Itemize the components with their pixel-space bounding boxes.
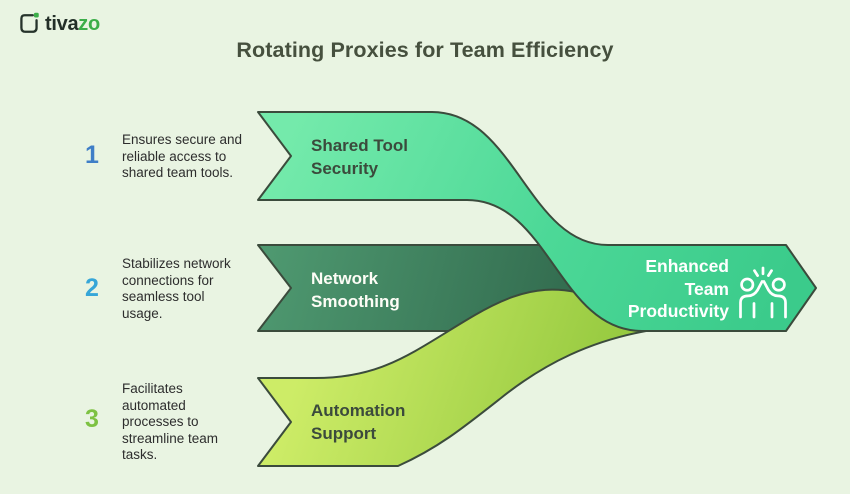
item-1-number: 1 xyxy=(85,141,99,169)
brand-name-green: zo xyxy=(78,12,100,35)
high-five-people-icon xyxy=(736,260,790,325)
brand-name-dark: tiva xyxy=(45,12,79,35)
item-2-description: Stabilizes network connections for seaml… xyxy=(122,256,231,321)
band-shared-tool-security-and-output-arrow xyxy=(257,111,817,332)
item-3-number: 3 xyxy=(85,405,99,433)
list-item-3: 3 Facilitates automated processes to str… xyxy=(78,381,258,464)
page-title: Rotating Proxies for Team Efficiency xyxy=(236,38,614,62)
brand-name: tivazo xyxy=(45,13,100,35)
list-item-2: 2 Stabilizes network connections for sea… xyxy=(78,256,258,322)
band-label-automation-support: Automation Support xyxy=(311,401,406,443)
logo: tivazo xyxy=(17,12,100,35)
band-label-network-smoothing: Network Smoothing xyxy=(311,269,400,311)
output-label-enhanced-team-productivity: Enhanced Team Productivity xyxy=(627,256,729,321)
item-1-description: Ensures secure and reliable access to sh… xyxy=(122,132,243,180)
list-item-1: 1 Ensures secure and reliable access to … xyxy=(78,132,258,182)
item-3-description: Facilitates automated processes to strea… xyxy=(122,381,219,462)
band-label-shared-tool-security: Shared Tool Security xyxy=(311,136,408,178)
tivazo-logo-mark-icon xyxy=(17,12,40,35)
item-2-number: 2 xyxy=(85,274,99,302)
